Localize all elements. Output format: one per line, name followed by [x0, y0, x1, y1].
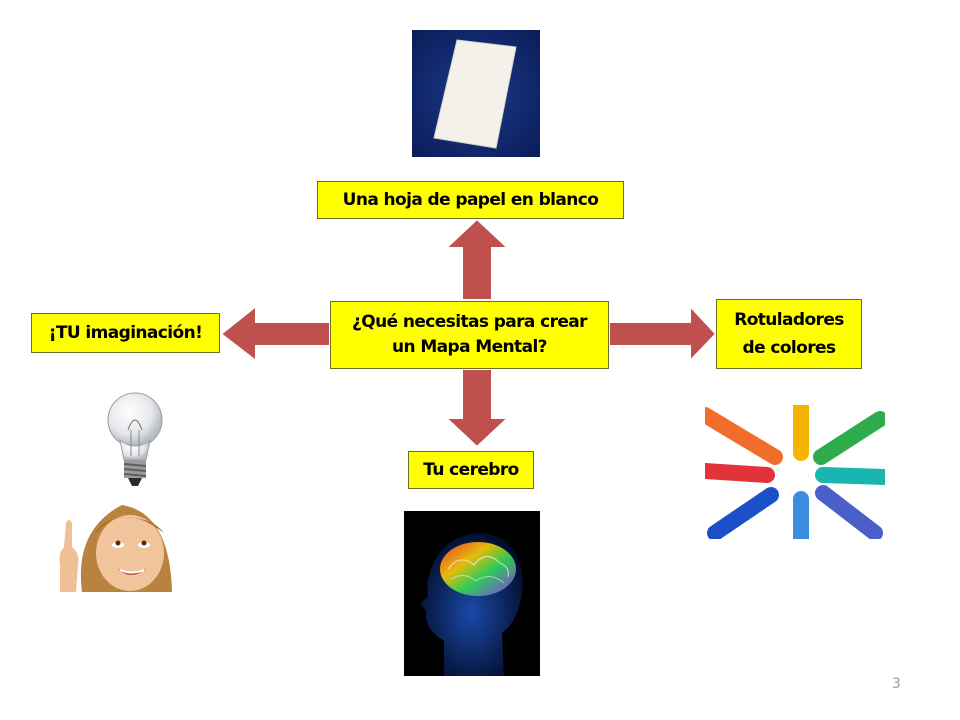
branch-left-imagination: ¡TU imaginación! [31, 313, 220, 353]
arrow-down [443, 368, 511, 449]
central-question-line2: un Mapa Mental? [392, 337, 548, 357]
page-number: 3 [892, 676, 901, 692]
branch-bottom-brain: Tu cerebro [408, 451, 534, 489]
arrow-right [608, 303, 718, 364]
branch-right-markers: Rotuladores de colores [716, 299, 862, 369]
light-bulb-image [100, 390, 170, 490]
thinking-woman-image [52, 495, 188, 592]
central-question-line1: ¿Qué necesitas para crear [352, 312, 588, 332]
branch-top-label: Una hoja de papel en blanco [342, 190, 599, 210]
branch-right-line2: de colores [742, 338, 837, 358]
glowing-brain-image [404, 511, 540, 676]
branch-right-line1: Rotuladores [734, 310, 844, 330]
central-question: ¿Qué necesitas para crear un Mapa Mental… [330, 301, 609, 369]
blank-paper-image [412, 30, 540, 157]
branch-bottom-label: Tu cerebro [423, 460, 519, 480]
colored-markers-image [705, 405, 885, 539]
arrow-up [443, 217, 511, 301]
branch-left-label: ¡TU imaginación! [48, 323, 203, 343]
arrow-left [219, 303, 331, 364]
branch-top-paper: Una hoja de papel en blanco [317, 181, 624, 219]
